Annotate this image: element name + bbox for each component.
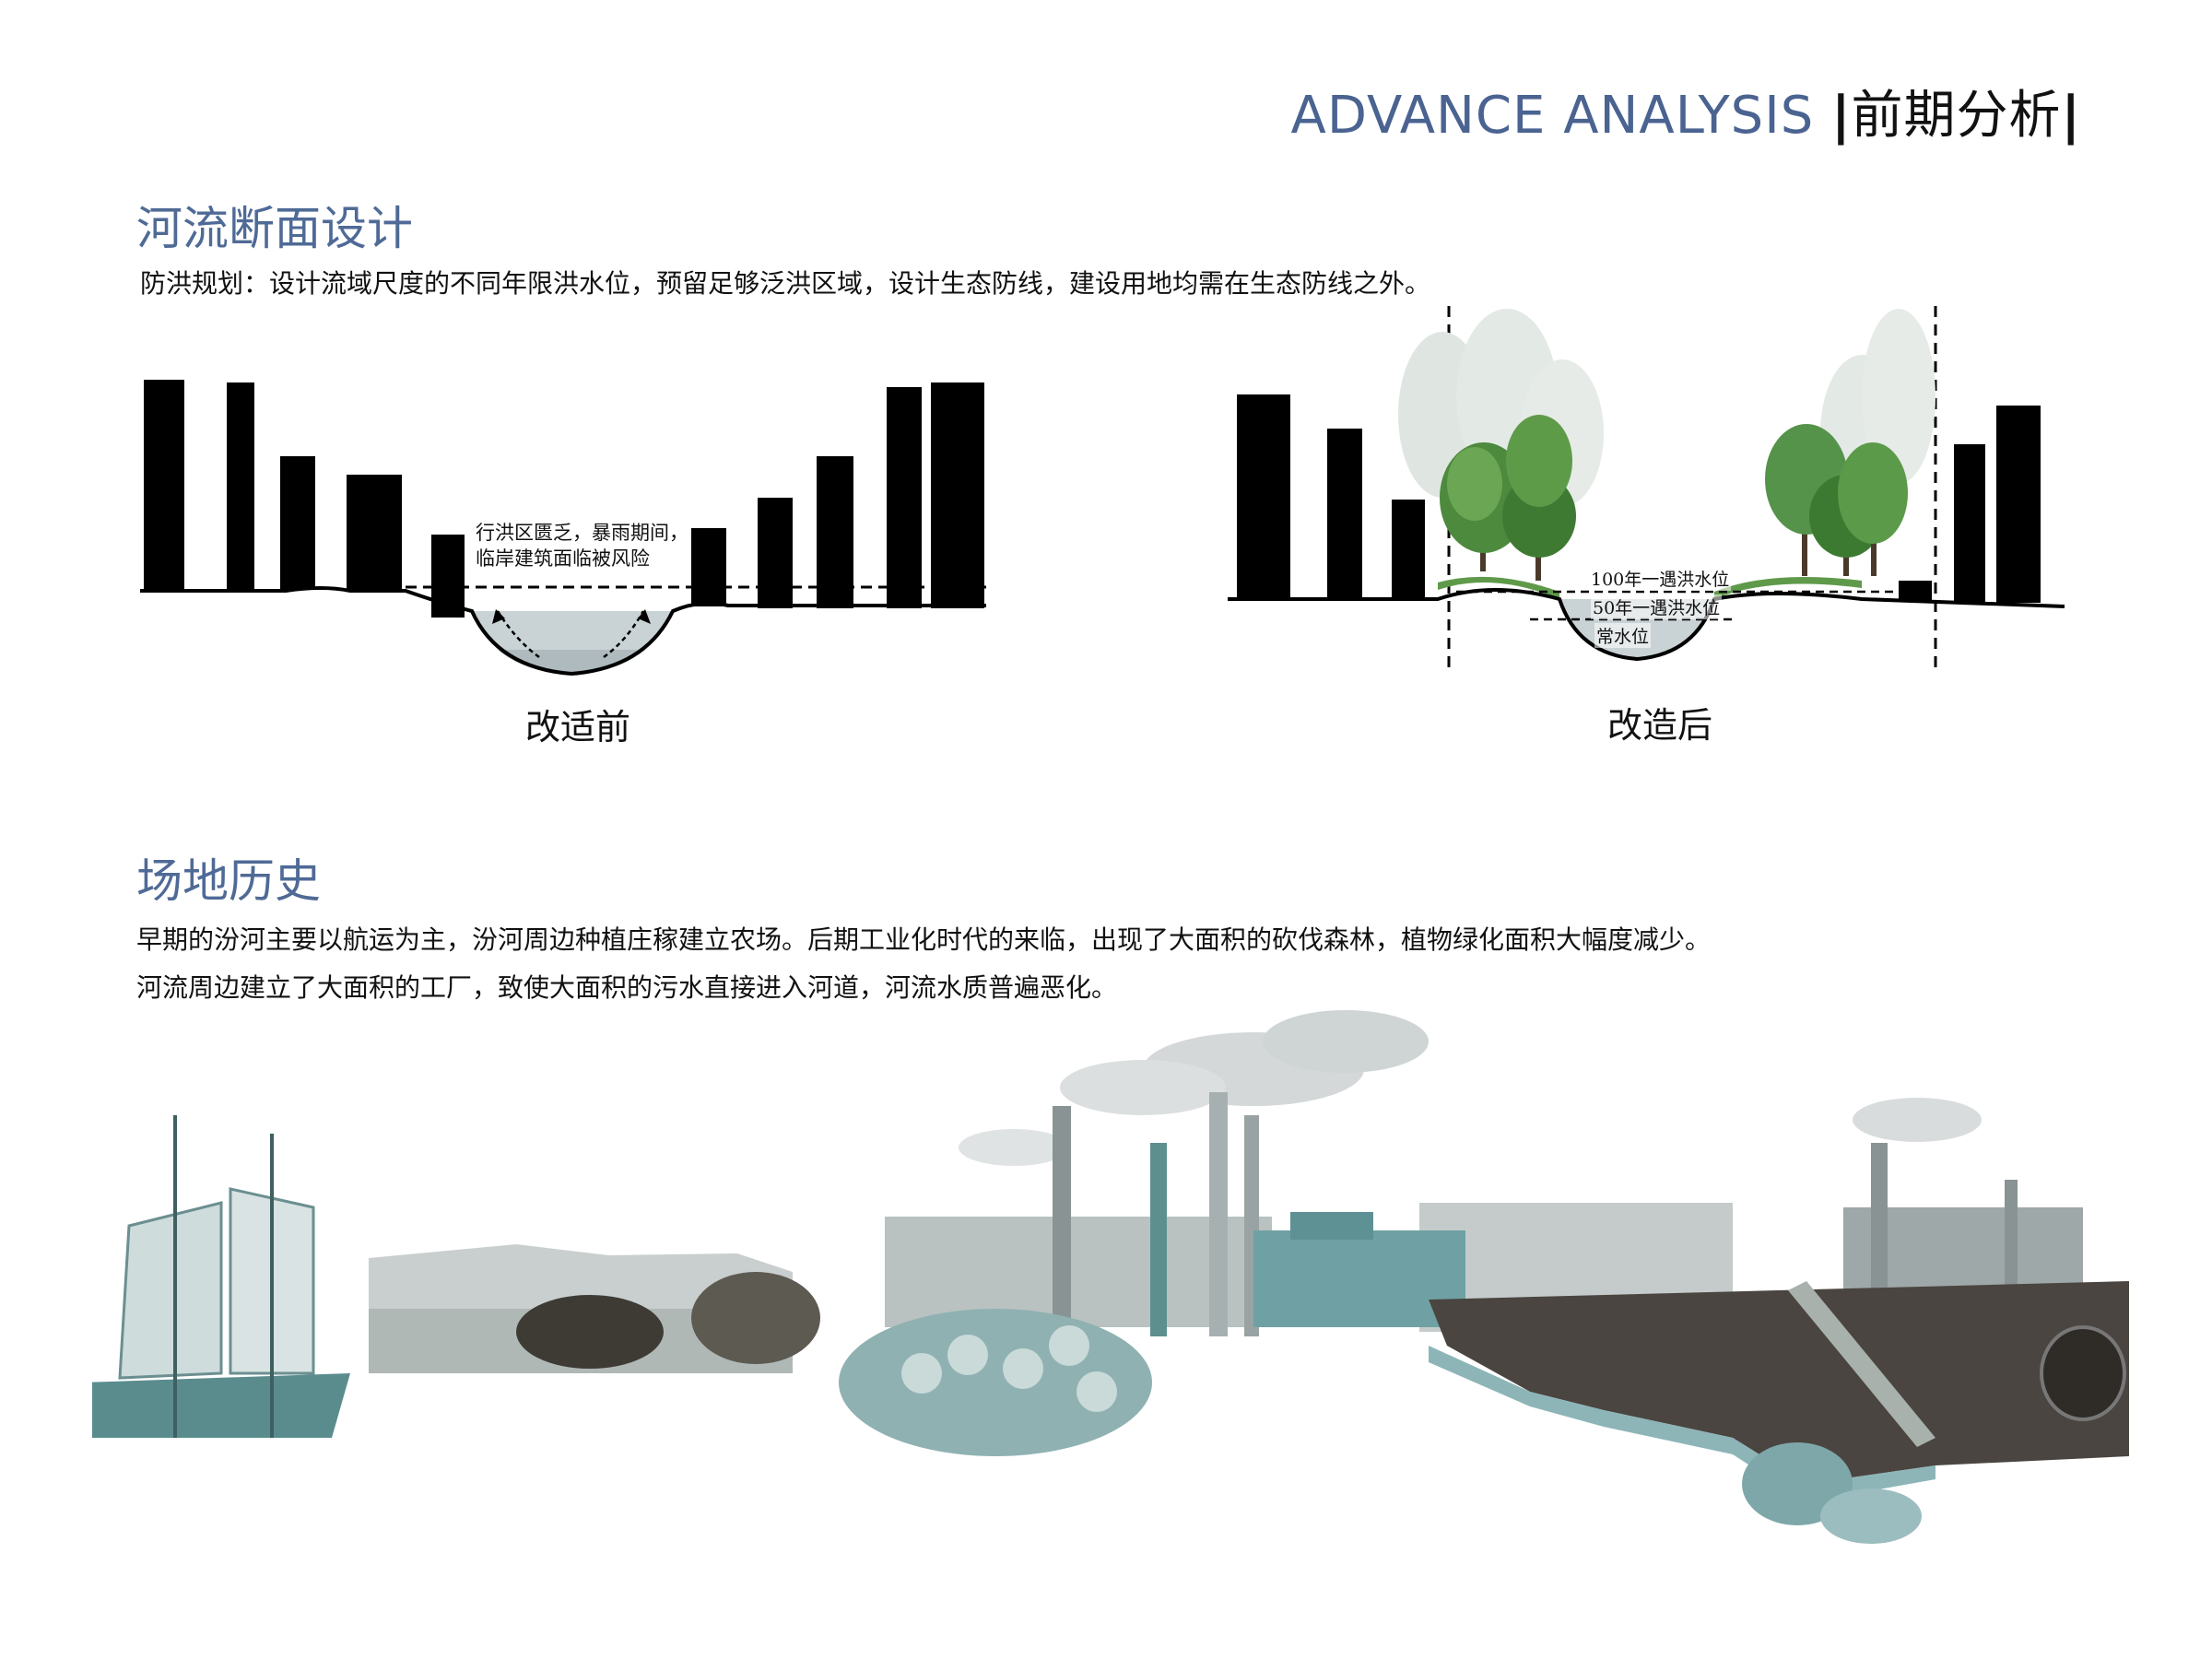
label-50yr-flood: 50年一遇洪水位 bbox=[1591, 594, 1723, 619]
section-title-river: 河流断面设计 bbox=[136, 202, 413, 255]
header-title-cn: 前期分析 bbox=[1851, 86, 2062, 146]
polluted-bank bbox=[1429, 1281, 2129, 1484]
arrowhead-right bbox=[638, 609, 651, 624]
tree-trunk bbox=[1871, 525, 1877, 576]
arrowhead-left bbox=[492, 609, 505, 624]
log-end bbox=[947, 1335, 988, 1375]
building bbox=[691, 528, 726, 606]
chimney bbox=[1871, 1143, 1888, 1327]
annotation-line-2: 临岸建筑面临被风险 bbox=[476, 547, 650, 570]
smoke-cloud bbox=[1853, 1098, 1982, 1142]
label-100yr-flood: 100年一遇洪水位 bbox=[1589, 566, 1732, 591]
ground-line-after bbox=[1228, 588, 2065, 662]
power-plant bbox=[1290, 1212, 1373, 1240]
sailing-ship bbox=[92, 1373, 350, 1438]
cross-section-before bbox=[140, 380, 986, 677]
section-desc-history-1: 早期的汾河主要以航运为主，汾河周边种植庄稼建立农场。后期工业化时代的来临，出现了… bbox=[136, 924, 1712, 955]
page-header: ADVANCE ANALYSIS |前期分析| bbox=[1291, 74, 2081, 148]
annotation-line-1: 行洪区匮乏，暴雨期间， bbox=[476, 522, 688, 544]
workers bbox=[691, 1272, 820, 1364]
building bbox=[227, 382, 254, 590]
ground-line-before bbox=[140, 586, 986, 677]
smoke-cloud bbox=[1263, 1010, 1429, 1073]
tree-trunk bbox=[1802, 516, 1807, 576]
building bbox=[1996, 406, 2041, 603]
factory-block bbox=[885, 1217, 1272, 1327]
teal-edge bbox=[1429, 1346, 1936, 1502]
grass-left bbox=[1438, 576, 1559, 599]
arrow-right bbox=[603, 610, 645, 659]
label-normal-level: 常水位 bbox=[1594, 623, 1652, 648]
building bbox=[1327, 429, 1362, 599]
tree-green bbox=[1838, 442, 1908, 544]
header-divider-right: | bbox=[2061, 86, 2081, 146]
log-end bbox=[1003, 1348, 1043, 1389]
smoke-cloud bbox=[1060, 1060, 1226, 1115]
building bbox=[1392, 500, 1425, 599]
chimney bbox=[1209, 1092, 1228, 1336]
section-desc-history-2: 河流周边建立了大面积的工厂，致使大面积的污水直接进入河道，河流水质普遍恶化。 bbox=[136, 972, 1118, 1003]
tree-trunk bbox=[1535, 535, 1541, 581]
header-divider: | bbox=[1831, 86, 1852, 146]
sewage-pipe bbox=[2040, 1325, 2126, 1421]
caption-before: 改适前 bbox=[525, 707, 631, 747]
header-title-en: ADVANCE ANALYSIS bbox=[1290, 86, 1815, 146]
cross-section-after bbox=[1228, 306, 2065, 668]
ox bbox=[516, 1295, 664, 1369]
history-collage bbox=[92, 1010, 2129, 1544]
building bbox=[887, 387, 922, 608]
log-end bbox=[1077, 1371, 1117, 1412]
power-plant bbox=[1253, 1230, 1465, 1327]
chimney bbox=[1150, 1143, 1167, 1336]
caption-after: 改造后 bbox=[1607, 705, 1713, 746]
smoke-cloud bbox=[959, 1129, 1069, 1166]
chimney bbox=[1053, 1106, 1071, 1327]
ship-sail bbox=[118, 1201, 223, 1380]
building bbox=[144, 380, 184, 590]
building bbox=[931, 382, 984, 608]
building bbox=[1954, 444, 1985, 603]
building bbox=[280, 456, 315, 590]
grass-right bbox=[1714, 577, 1862, 599]
building bbox=[1237, 394, 1290, 599]
garbage-bag bbox=[1742, 1442, 1853, 1525]
section-desc-flood: 防洪规划：设计流域尺度的不同年限洪水位，预留足够泛洪区域，设计生态防线，建设用地… bbox=[140, 268, 1431, 299]
building bbox=[758, 498, 793, 608]
tree-green bbox=[1506, 415, 1572, 507]
tree-green bbox=[1447, 447, 1502, 521]
tree-faded bbox=[1862, 309, 1936, 484]
boat bbox=[1788, 1281, 1936, 1447]
annotation-before: 行洪区匮乏，暴雨期间， 临岸建筑面临被风险 bbox=[476, 520, 688, 571]
section-title-history: 场地历史 bbox=[136, 854, 321, 908]
building bbox=[817, 456, 853, 608]
log-end bbox=[901, 1353, 942, 1394]
log-end bbox=[1049, 1325, 1089, 1366]
garbage-bag bbox=[1820, 1488, 1922, 1544]
building bbox=[347, 475, 402, 590]
